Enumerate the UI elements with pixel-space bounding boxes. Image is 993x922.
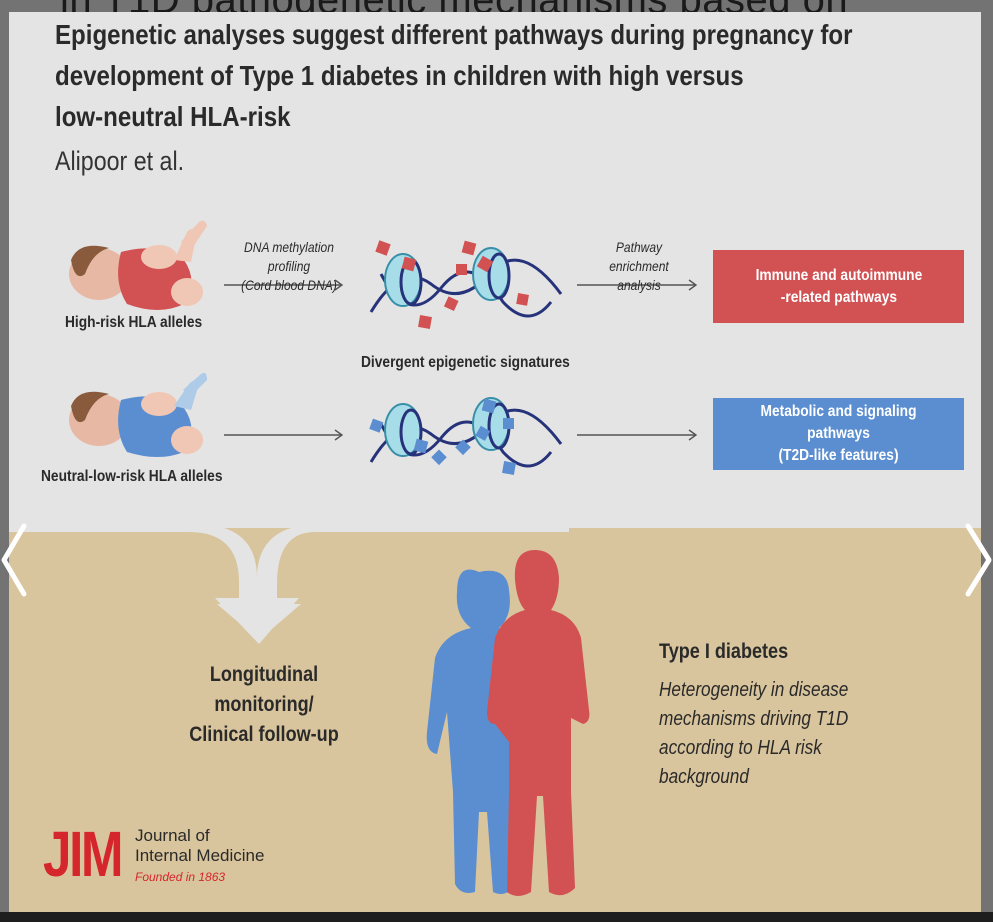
previous-arrow-icon[interactable] [0,520,40,600]
baby-neutral-risk-icon [69,372,207,457]
pathway-step-label: Pathway enrichment analysis [609,239,669,293]
journal-founded: Founded in 1863 [135,870,226,884]
journal-name: Journal of Internal Medicine [135,826,265,865]
t1d-title: Type I diabetes [659,640,789,663]
title-line-2: development of Type 1 diabetes in childr… [55,60,744,91]
title-line-1: Epigenetic analyses suggest different pa… [55,19,853,50]
infographic-image: Epigenetic analyses suggest different pa… [9,12,981,912]
neutral-risk-label: Neutral-low-risk HLA alleles [41,468,223,485]
immune-pathways-box: Immune and autoimmune -related pathways [713,250,964,323]
title-line-3: low-neutral HLA-risk [55,101,291,132]
authors-text: Alipoor et al. [55,146,185,176]
dna-methylation-high-icon [369,240,563,329]
infographic-title: Epigenetic analyses suggest different pa… [55,14,853,137]
baby-high-risk-icon [69,220,207,310]
followup-label: Longitudinal monitoring/ Clinical follow… [189,663,339,746]
jim-logo: JIM [43,818,124,890]
divergent-signatures-label: Divergent epigenetic signatures [361,354,570,371]
t1d-description: Heterogeneity in disease mechanisms driv… [659,679,849,788]
dna-methylation-neutral-icon [369,397,563,475]
male-silhouette-icon [487,550,590,896]
arrow-methylation-neutral [224,429,344,441]
bottom-bar [0,912,993,922]
high-risk-label: High-risk HLA alleles [65,314,203,331]
metabolic-pathways-box: Metabolic and signaling pathways (T2D-li… [713,398,964,470]
arrow-pathway-high [577,279,698,291]
methylation-step-label: DNA methylation profiling (Cord blood DN… [241,239,337,293]
overlay-caption-text: in T1D pathogenetic mechanisms based on [60,0,980,12]
arrow-pathway-neutral [577,429,698,441]
arrow-methylation-high [224,279,344,291]
infographic-graphics [9,220,698,896]
next-arrow-icon[interactable] [962,520,993,600]
